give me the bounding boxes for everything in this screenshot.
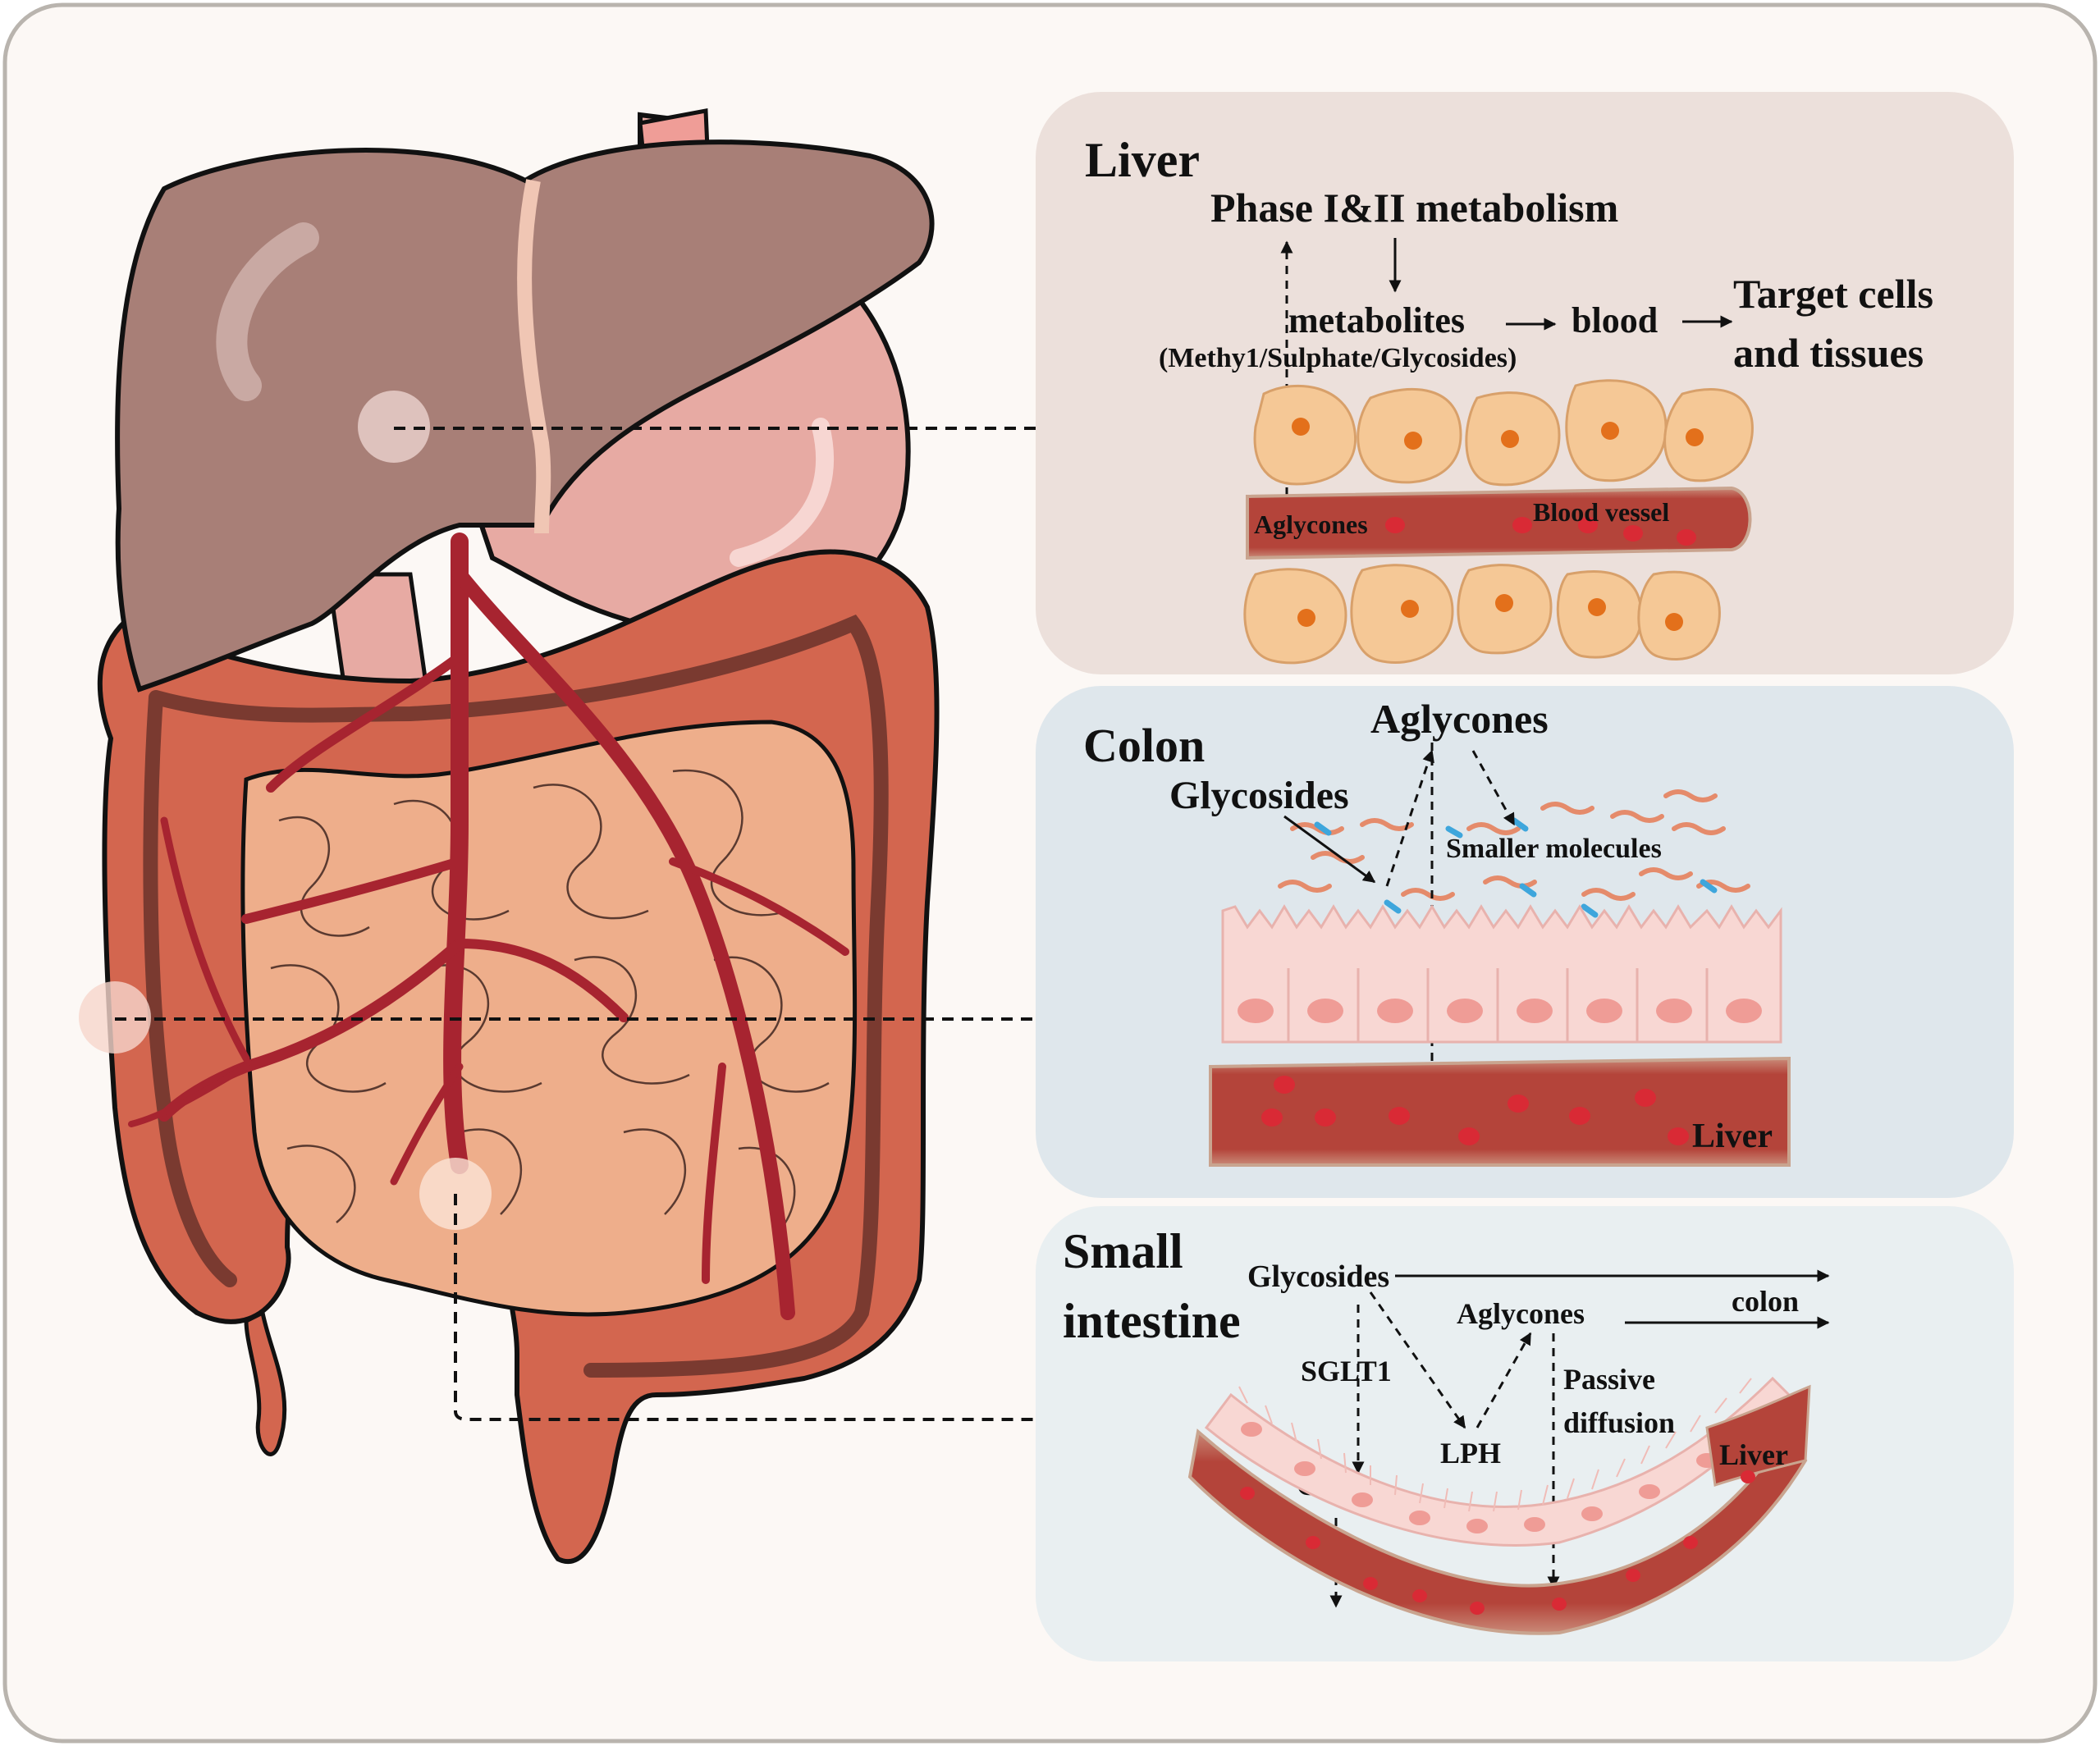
stomach-highlight xyxy=(730,418,835,567)
sglt1-label: SGLT1 xyxy=(1301,1355,1392,1387)
glycosides-colon-label: Glycosides xyxy=(1169,774,1349,817)
small-intestine-title-2: intestine xyxy=(1063,1294,1241,1348)
target-cells-label-1: Target cells xyxy=(1733,271,1933,317)
blood-vessel-label: Blood vessel xyxy=(1533,497,1669,527)
intestine-folds xyxy=(270,769,830,1232)
hepatocytes-top xyxy=(1253,379,1754,487)
liver-panel-title: Liver xyxy=(1085,133,1200,187)
metabolite-types-label: (Methy1/Sulphate/Glycosides) xyxy=(1159,343,1517,373)
mesenteric-vessels xyxy=(128,532,849,1320)
aglycones-si-label: Aglycones xyxy=(1457,1297,1585,1330)
hepatocytes-bottom xyxy=(1243,564,1721,665)
passive-label-2: diffusion xyxy=(1563,1406,1675,1439)
colon-panel-title: Colon xyxy=(1083,719,1205,772)
colon-inner-line xyxy=(143,614,889,1378)
small-intestine-title-1: Small xyxy=(1063,1224,1183,1278)
liver-blood-vessel xyxy=(1246,486,1752,560)
colon-liver-label: Liver xyxy=(1692,1118,1773,1155)
liver-shape xyxy=(115,139,935,692)
metabolites-label: metabolites xyxy=(1288,300,1465,341)
small-intestine-panel: Small intestine Glycosides Aglycones col… xyxy=(1036,1206,2014,1661)
blood-label: blood xyxy=(1572,300,1658,341)
liver-highlight xyxy=(216,222,319,401)
smaller-molecules-label: Smaller molecules xyxy=(1446,834,1662,864)
colon-si-label: colon xyxy=(1732,1285,1799,1318)
aglycones-colon-label: Aglycones xyxy=(1370,696,1549,742)
liver-panel: Liver Phase I&II metabolism metabolites … xyxy=(1036,92,2014,674)
lph-label: LPH xyxy=(1440,1437,1501,1469)
passive-label-1: Passive xyxy=(1563,1363,1655,1396)
aglycones-liver-label: Aglycones xyxy=(1254,510,1368,539)
colon-epithelium xyxy=(1221,904,1782,1044)
appendix-shape xyxy=(244,1310,287,1456)
small-intestine-liver-label: Liver xyxy=(1719,1438,1788,1471)
target-cells-label-2: and tissues xyxy=(1733,330,1924,376)
pointer-arrows xyxy=(115,427,1124,1421)
gut-bacteria xyxy=(1278,789,1750,918)
phase-metabolism-label: Phase I&II metabolism xyxy=(1210,185,1618,231)
colon-panel: Colon Aglycones Glycosides Smaller molec… xyxy=(1036,686,2014,1198)
organ-illustration xyxy=(79,108,1157,1564)
glycosides-si-label: Glycosides xyxy=(1247,1259,1389,1294)
small-intestine-blood-vessel xyxy=(1187,1384,1811,1635)
falciform-ligament xyxy=(517,179,551,534)
colon-blood-vessel xyxy=(1209,1056,1791,1167)
